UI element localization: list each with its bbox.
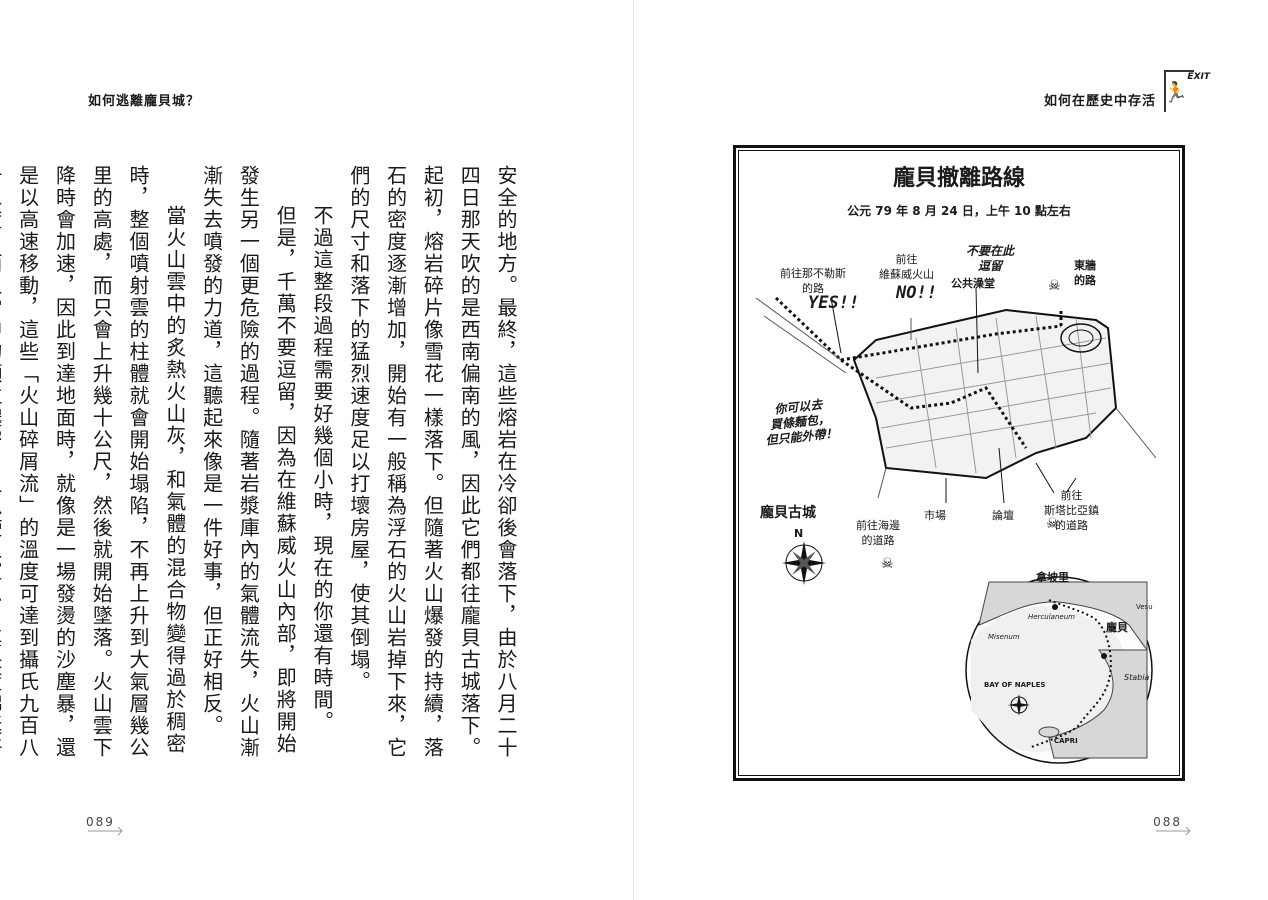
evacuation-map: 龐貝撤離路線 公元 79 年 8 月 24 日，上午 10 點左右: [733, 145, 1185, 781]
label-vesuvius-road: 前往 維蘇威火山: [879, 253, 934, 281]
label-forum: 論壇: [992, 509, 1014, 522]
route-naples: [774, 296, 1028, 449]
inset-label-capri: CAPRI: [1054, 737, 1078, 745]
left-page: 如何逃離龐貝城？ 安全的地方。最終，這些熔岩在冷卻後會落下，由於八月二十四日那天…: [0, 94, 524, 836]
inset-label-naples: 拿坡里: [1036, 571, 1069, 584]
paragraph-1: 安全的地方。最終，這些熔岩在冷卻後會落下，由於八月二十四日那天吹的是西南偏南的風…: [346, 165, 518, 759]
running-man-icon: 🏃: [1163, 80, 1188, 104]
body-text: 安全的地方。最終，這些熔岩在冷卻後會落下，由於八月二十四日那天吹的是西南偏南的風…: [0, 165, 524, 775]
map-title: 龐貝撤離路線: [892, 166, 1025, 191]
exit-sign-icon: [1164, 70, 1194, 112]
page-number-right: 088: [1153, 815, 1182, 829]
running-head-left: 如何逃離龐貝城？: [88, 94, 201, 109]
arrow-right-icon: [1156, 826, 1191, 836]
arrow-right-icon: [88, 826, 123, 836]
svg-text:☠: ☠: [881, 556, 894, 572]
inset-label-vesu: Vesu: [1136, 603, 1153, 611]
svg-text:☠: ☠: [1048, 278, 1061, 294]
label-no-stay: 不要在此 逗留: [966, 244, 1015, 273]
running-head-right: 如何在歷史中存活: [1043, 94, 1156, 109]
label-north: N: [794, 527, 804, 540]
label-sea-road: 前往海邊 的道路: [856, 519, 900, 547]
inset-label-herculaneum: Herculaneum: [1028, 613, 1075, 621]
paragraph-4: 當火山雲中的炙熱火山灰，和氣體的混合物變得過於稠密時，整個噴射雲的柱體就會開始塌…: [0, 165, 187, 759]
label-east-road: 東牆 的路: [1074, 259, 1096, 287]
inset-label-stabia: Stabia: [1124, 673, 1150, 682]
page-number-left: 089: [86, 815, 115, 829]
paragraph-3: 但是，千萬不要逗留，因為在維蘇威火山內部，即將開始發生另一個更危險的過程。隨著岩…: [199, 165, 298, 759]
label-naples-road: 前往那不勒斯 的路: [780, 267, 846, 295]
label-no: NO!!: [896, 283, 937, 303]
inset-label-misenum: Misenum: [988, 633, 1020, 641]
paragraph-2: 不過這整段過程需要好幾個小時，現在的你還有時間。: [310, 205, 335, 733]
amphitheatre: [1060, 323, 1102, 353]
inset-label-pompeii: 龐貝: [1106, 621, 1128, 634]
label-baths: 公共澡堂: [951, 277, 995, 290]
map-drawing: ☠ ☠ ☠: [755, 278, 1157, 764]
label-bread-note: 你可以去 買條麵包， 但只能外帶！: [764, 397, 839, 448]
route-east: [840, 324, 1062, 362]
inset-map: [965, 576, 1153, 764]
svg-text:☠: ☠: [1046, 516, 1059, 532]
city-outline: [852, 308, 1118, 480]
compass-rose-icon: [782, 541, 826, 585]
inset-label-bay: BAY OF NAPLES: [984, 681, 1046, 689]
map-subtitle: 公元 79 年 8 月 24 日，上午 10 點左右: [847, 204, 1071, 218]
exit-label: EXIT: [1187, 72, 1210, 82]
skull-icon: ☠ ☠ ☠: [881, 278, 1061, 572]
label-city: 龐貝古城: [760, 505, 816, 521]
label-yes: YES!!: [808, 293, 860, 313]
label-stabiae-road: 前往 斯塔比亞鎮 的道路: [1044, 489, 1099, 532]
label-market: 市場: [924, 509, 946, 522]
